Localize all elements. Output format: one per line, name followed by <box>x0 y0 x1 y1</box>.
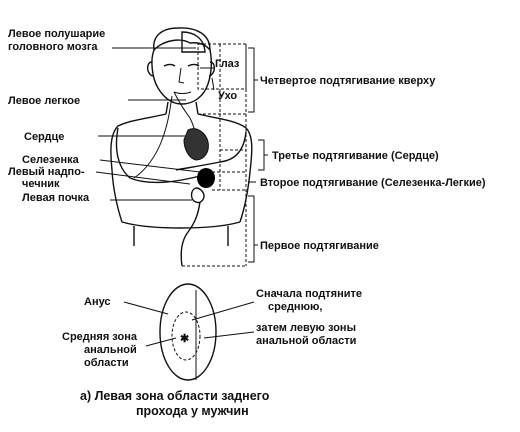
figure-head <box>151 49 213 105</box>
bracket-fourth <box>248 47 258 113</box>
meridian-column <box>182 43 247 267</box>
figure-neck <box>165 101 199 115</box>
label-middle-line2: анальной <box>84 344 137 356</box>
leader-lines-left <box>95 47 215 201</box>
leader-spleen <box>99 159 201 173</box>
anus-mark: ✱ <box>180 333 189 345</box>
figure-hair <box>153 27 211 52</box>
anal-region-diagram: ✱ <box>123 283 255 381</box>
figure-mouth <box>173 91 192 94</box>
figure-eye-right <box>163 63 176 67</box>
label-adrenal-line1: Левый надпо- <box>8 166 85 178</box>
anal-region-outer <box>159 283 217 381</box>
label-anus: Анус <box>84 296 111 308</box>
labels: Левое полушарие головного мозга Левое ле… <box>8 28 486 252</box>
label-pull-line1: Сначала подтяните <box>256 288 362 300</box>
label-third-pull: Третье подтягивание (Сердце) <box>272 150 439 162</box>
leader-pull-left <box>203 331 255 339</box>
leader-middle-zone <box>145 337 177 347</box>
label-kidney: Левая почка <box>22 192 90 204</box>
spleen-organ <box>197 168 215 188</box>
left-brain-hemisphere <box>181 31 206 53</box>
label-brain-line2: головного мозга <box>8 41 98 53</box>
label-lung: Левое легкое <box>8 95 80 107</box>
label-middle-line1: Средняя зона <box>62 331 138 343</box>
figure-nose <box>178 67 185 84</box>
figure-torso <box>110 113 253 223</box>
figure-legs <box>133 226 229 246</box>
leader-pull-middle <box>191 301 255 321</box>
anal-labels: Анус Средняя зона анальной области Снача… <box>62 288 362 369</box>
heart-organ <box>183 128 209 161</box>
label-left-line2: анальной области <box>256 335 356 347</box>
label-pull-line2: среднюю, <box>268 301 322 313</box>
figure-ear-right <box>146 61 154 77</box>
anal-region-middle-zone <box>171 311 201 361</box>
figure-forearm <box>133 95 173 179</box>
kidney-organ <box>190 187 205 204</box>
label-brain-line1: Левое полушарие <box>8 28 105 40</box>
figure-waist <box>121 221 241 229</box>
caption-line1: а) Левая зона области заднего <box>80 389 270 403</box>
kidney-duct <box>180 201 201 267</box>
label-eye: Глаз <box>215 58 240 70</box>
label-adrenal-line2: чечник <box>22 178 60 190</box>
leader-ear <box>211 77 215 91</box>
label-left-line1: затем левую зоны <box>256 322 356 334</box>
leader-adrenal <box>95 171 191 185</box>
caption-line2: прохода у мужчин <box>136 404 249 418</box>
bracket-third <box>258 139 268 171</box>
label-ear: Ухо <box>218 90 237 102</box>
label-first-pull: Первое подтягивание <box>260 240 379 252</box>
label-fourth-pull: Четвертое подтягивание кверху <box>260 75 436 87</box>
label-heart: Сердце <box>24 131 64 143</box>
label-spleen: Селезенка <box>22 154 80 166</box>
bracket-first <box>248 195 258 263</box>
figure-eye-left <box>187 63 200 67</box>
figure-arm-right <box>115 127 201 184</box>
brackets <box>248 47 268 263</box>
figure-ear-left <box>208 61 216 77</box>
label-middle-line3: области <box>84 357 129 369</box>
figure-caption: а) Левая зона области заднего прохода у … <box>80 389 270 418</box>
label-second-pull: Второе подтягивание (Селезенка-Легкие) <box>260 177 486 189</box>
leader-anus <box>123 301 169 315</box>
